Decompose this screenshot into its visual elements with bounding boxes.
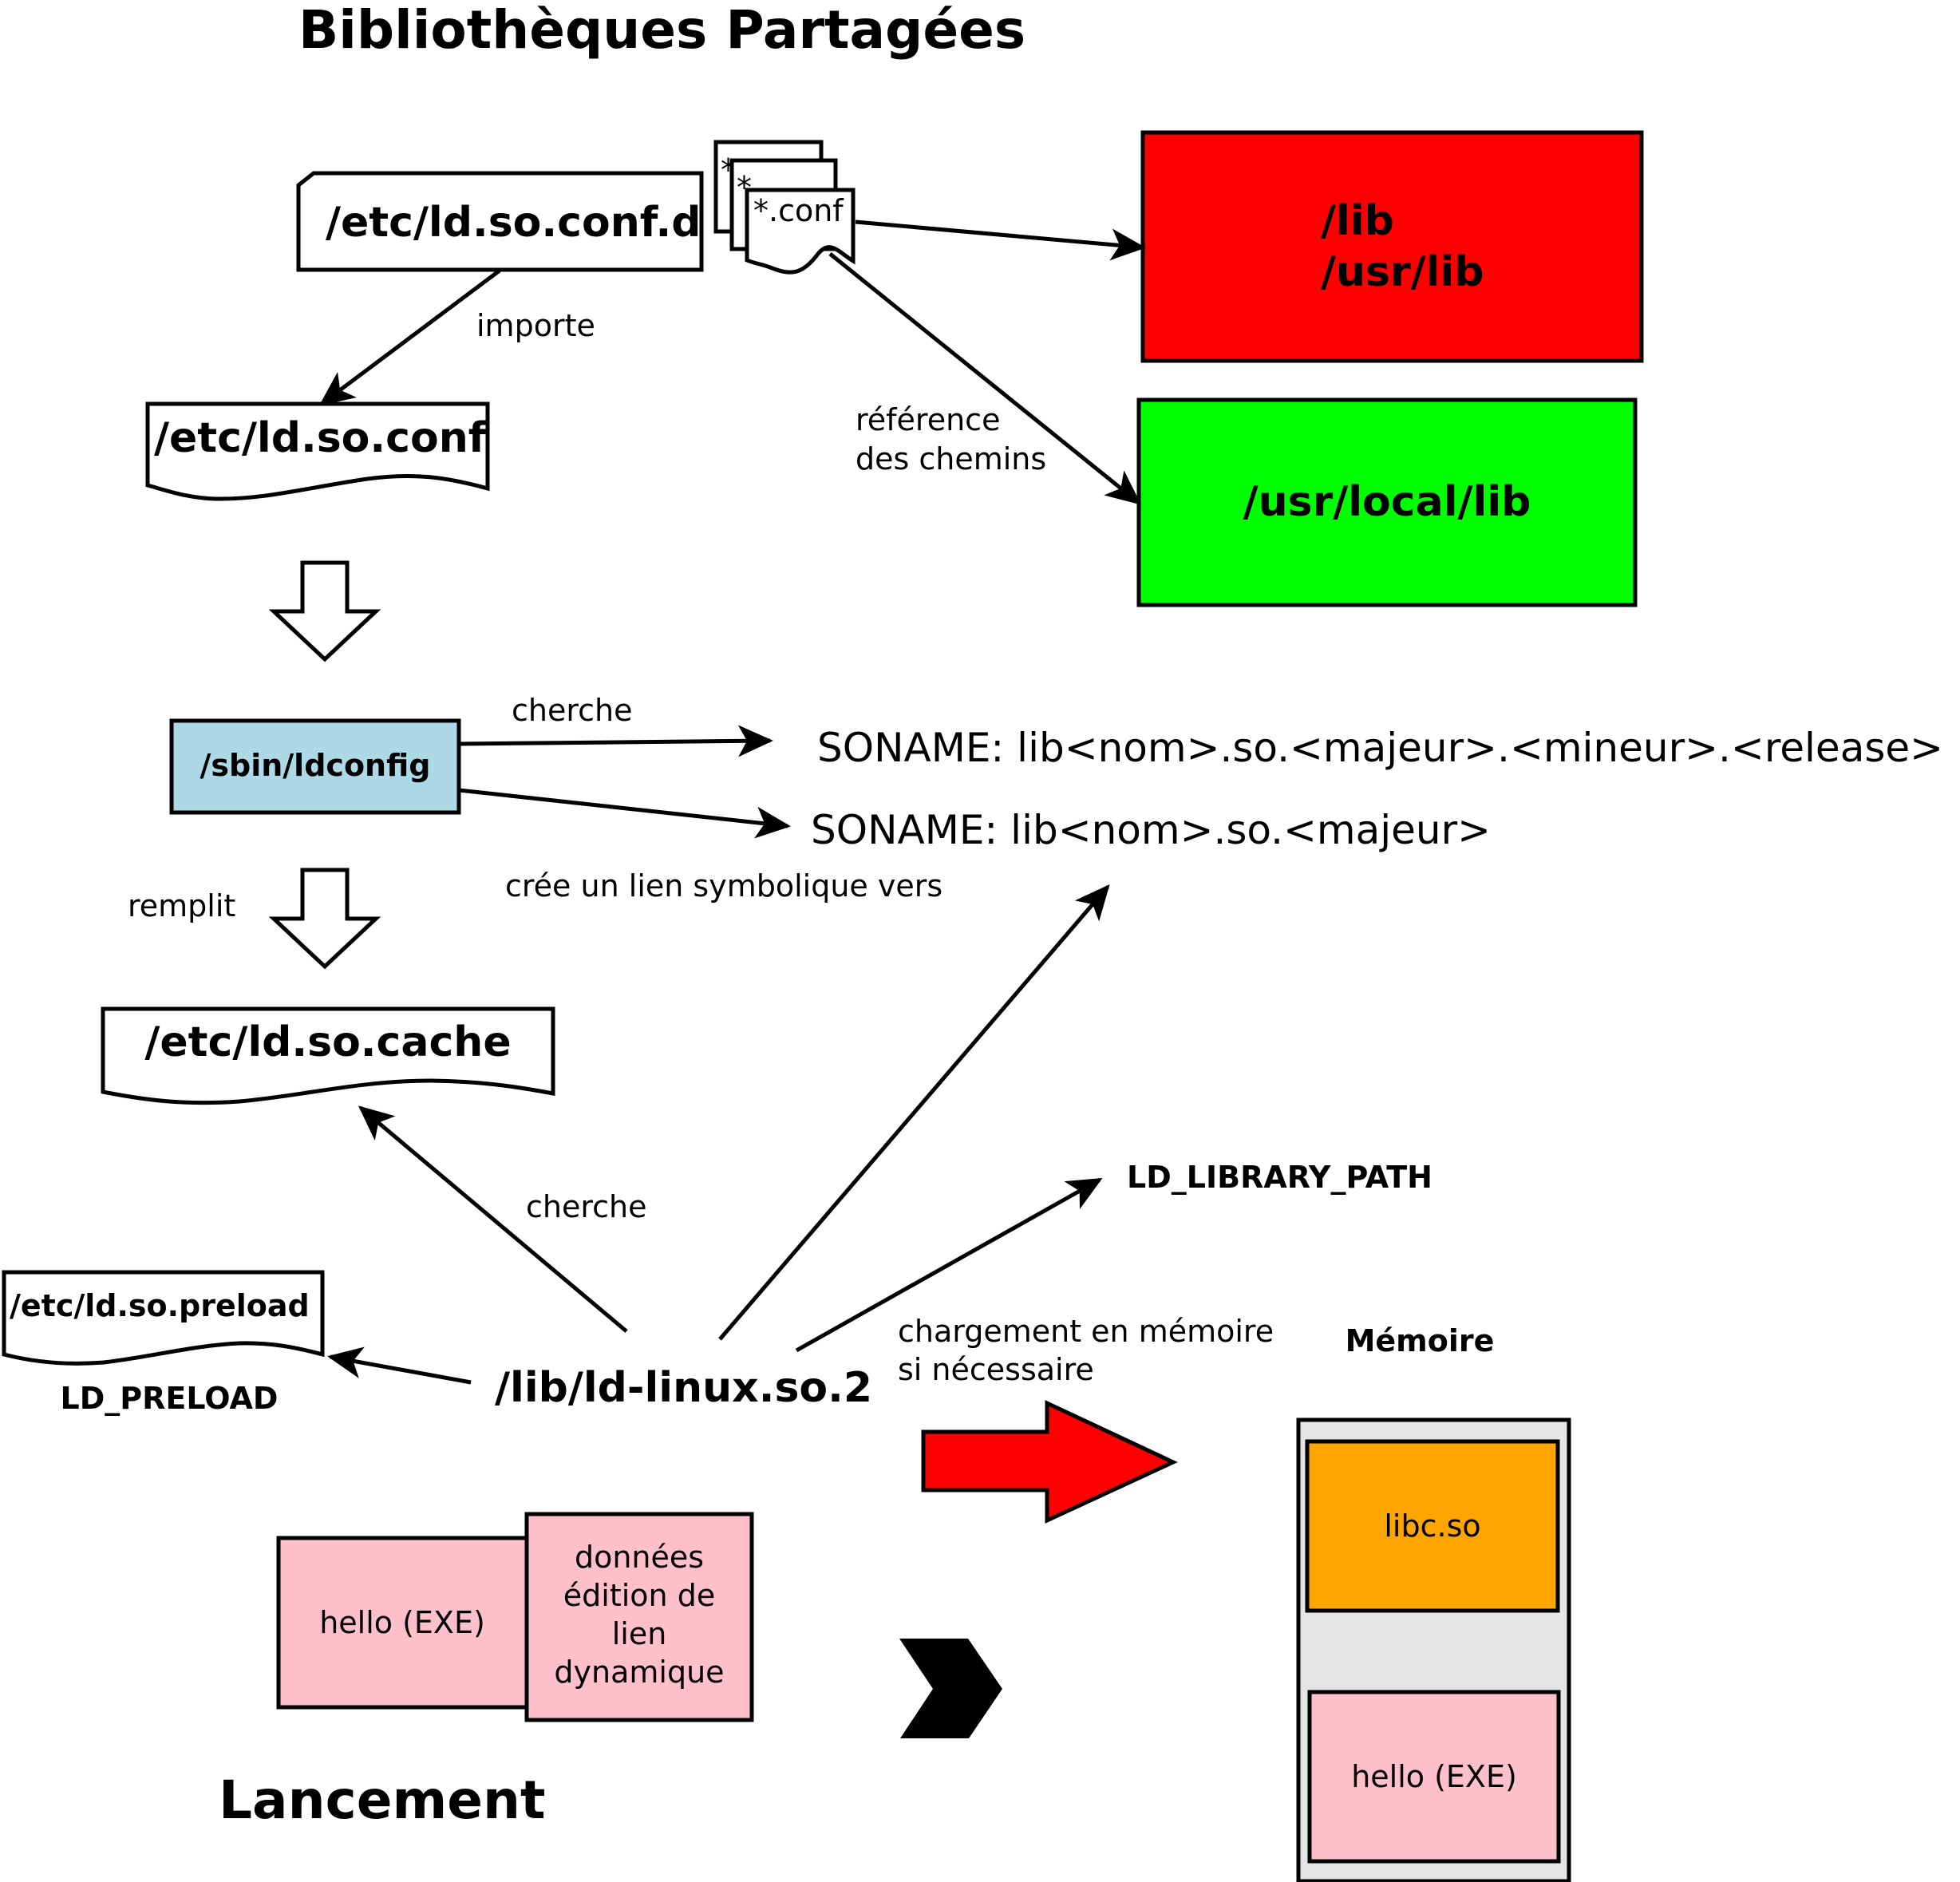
hello-exe-memory-box — [1307, 1690, 1561, 1864]
dyn-link-data-line-3: lien — [612, 1616, 667, 1651]
executable-block: hello (EXE) données édition de lien dyna… — [276, 1512, 754, 1722]
usr-local-lib-label: /usr/local/lib — [1243, 478, 1531, 526]
edge-label-cherche-cache: cherche — [526, 1189, 647, 1224]
arrow-ldconfig-to-soname-full — [458, 725, 773, 757]
edge-label-reference-2: des chemins — [856, 441, 1046, 476]
edge-label-cherche-ldconfig: cherche — [512, 693, 633, 728]
ldconfig-label: /sbin/ldconfig — [200, 748, 431, 783]
arrow-conf-to-usr-local-lib — [828, 252, 1142, 505]
arrow-ld-linux-to-soname — [718, 884, 1110, 1341]
arrow-conf-d-to-conf — [318, 268, 501, 406]
edge-label-reference-1: référence — [856, 402, 1000, 437]
arrow-conf-to-lib — [855, 219, 1146, 261]
ld-so-conf-d-node: /etc/ld.so.conf.d — [296, 171, 704, 272]
arrow-ld-linux-to-ld-library-path — [795, 1177, 1103, 1353]
dyn-link-data-line-2: édition de — [563, 1578, 715, 1613]
hello-exe-box — [276, 1536, 529, 1710]
ld-linux-label: /lib/ld-linux.so.2 — [495, 1364, 872, 1412]
libc-label: libc.so — [1384, 1508, 1480, 1544]
soname-major: SONAME: lib<nom>.so.<majeur> — [811, 807, 1491, 853]
load-arrow-icon — [921, 1400, 1178, 1524]
lib-dirs-box — [1140, 130, 1644, 363]
libc-box — [1305, 1439, 1560, 1613]
ld-preload-label: LD_PRELOAD — [61, 1381, 279, 1416]
dyn-link-data-line-1: données — [575, 1540, 704, 1575]
conf-file-front — [745, 188, 856, 275]
ld-so-preload-shape — [2, 1270, 325, 1366]
usr-local-lib-box — [1136, 397, 1638, 607]
soname-full: SONAME: lib<nom>.so.<majeur>.<mineur>.<r… — [817, 725, 1943, 771]
arrow-ld-linux-to-cache — [358, 1105, 628, 1333]
lib-dir-lib: /lib — [1321, 197, 1394, 245]
arrow-ldconfig-to-soname-major — [458, 788, 791, 839]
ld-so-conf-shape — [145, 401, 490, 501]
ld-so-preload-node: /etc/ld.so.preload — [2, 1270, 325, 1366]
usr-local-lib-node: /usr/local/lib — [1136, 397, 1638, 607]
edge-label-importe: importe — [476, 308, 595, 343]
edge-label-chargement-1: chargement en mémoire — [898, 1314, 1274, 1349]
diagram-title: Bibliothèques Partagées — [298, 0, 1025, 61]
ldconfig-node: /sbin/ldconfig — [169, 718, 461, 815]
hello-exe-label: hello (EXE) — [319, 1605, 485, 1640]
memory-block: libc.so hello (EXE) — [1296, 1417, 1571, 1882]
arrow-ld-linux-to-preload — [327, 1346, 472, 1385]
edge-label-cree-lien: crée un lien symbolique vers — [505, 868, 942, 903]
ld-library-path-label: LD_LIBRARY_PATH — [1127, 1160, 1432, 1195]
lib-dirs-node: /lib /usr/lib — [1140, 130, 1644, 363]
chevron-right-icon — [899, 1639, 1002, 1738]
ld-so-cache-node: /etc/ld.so.cache — [101, 1006, 555, 1105]
ld-so-conf-node: /etc/ld.so.conf — [145, 401, 490, 501]
ld-so-conf-label: /etc/ld.so.conf — [154, 414, 488, 462]
edge-label-remplit: remplit — [128, 888, 235, 923]
conf-file-front-label: *.conf — [753, 193, 844, 228]
ldconfig-box — [169, 718, 461, 815]
ld-so-conf-d-label: /etc/ld.so.conf.d — [326, 199, 701, 247]
ld-so-cache-label: /etc/ld.so.cache — [144, 1018, 511, 1066]
conf-files-stack: * * *.conf — [713, 140, 856, 275]
dyn-link-data-line-4: dynamique — [554, 1655, 724, 1690]
ld-so-preload-label: /etc/ld.so.preload — [10, 1288, 310, 1323]
memory-label: Mémoire — [1346, 1323, 1495, 1358]
edge-label-chargement-2: si nécessaire — [898, 1352, 1094, 1387]
ld-so-conf-d-shape — [296, 171, 704, 272]
hollow-down-arrow-2 — [268, 868, 381, 970]
ld-so-cache-shape — [101, 1006, 555, 1105]
hollow-down-arrow-1 — [268, 560, 381, 662]
launch-title: Lancement — [219, 1769, 546, 1831]
lib-dir-usr-lib: /usr/lib — [1321, 248, 1484, 296]
dyn-link-data-box — [524, 1512, 754, 1722]
hello-exe-memory-label: hello (EXE) — [1351, 1759, 1517, 1794]
